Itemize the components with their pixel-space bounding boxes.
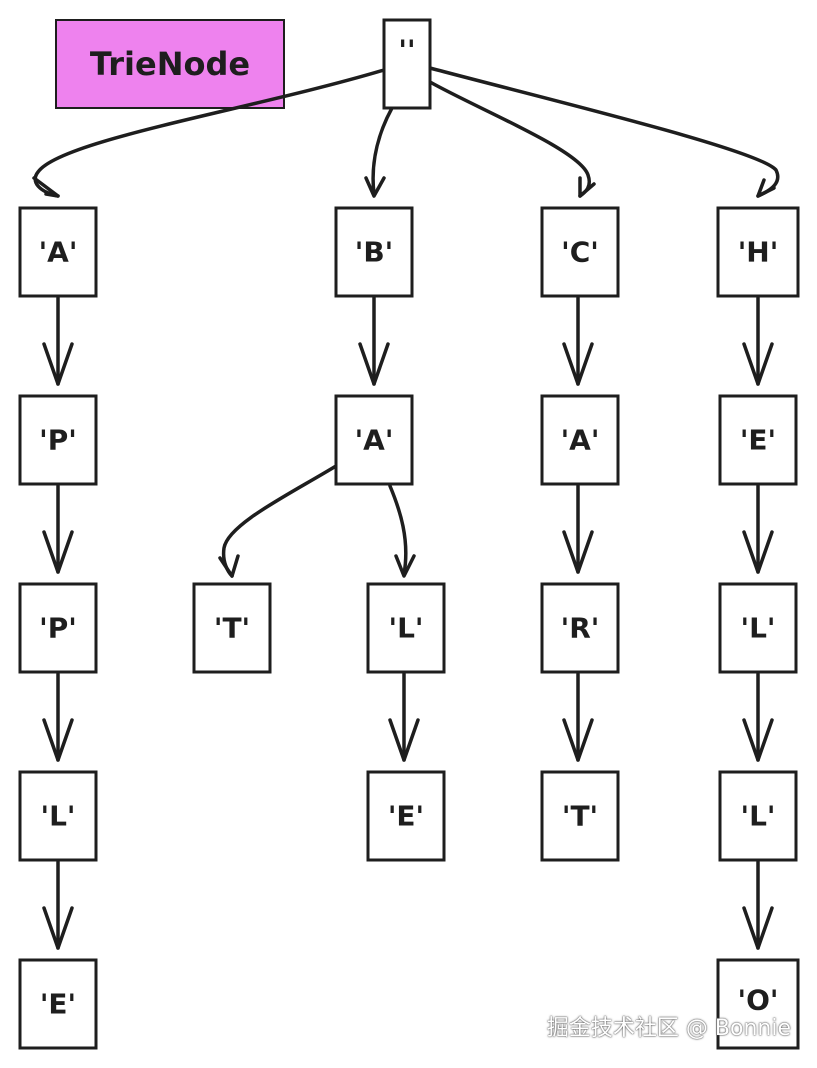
node-box-root — [382, 18, 432, 110]
trie-node-b3: 'T' — [192, 582, 272, 674]
arrowhead-a1-to-a2 — [42, 342, 74, 386]
watermark-text: 掘金技术社区 @ Bonnie — [546, 1016, 791, 1041]
node-box-c2 — [540, 394, 620, 486]
nodes: '' 'A' 'P' 'P' 'L' 'E' 'B' — [18, 18, 800, 1050]
node-box-c4 — [540, 770, 620, 862]
edge-root-to-b — [371, 106, 394, 196]
arrowhead-h4-to-h5 — [742, 906, 774, 950]
trie-node-h2: 'E' — [718, 394, 798, 486]
arrowhead-root-to-b — [364, 176, 386, 198]
arrowhead-c1-to-c2 — [562, 342, 594, 386]
trie-node-h5: 'O' — [716, 958, 800, 1050]
arrowhead-a3-to-a4 — [42, 718, 74, 762]
arrowhead-h2-to-h3 — [742, 530, 774, 574]
trie-node-h4: 'L' — [718, 770, 798, 862]
arrowhead-b4-to-b5 — [388, 718, 420, 762]
arrowhead-b2-to-b3 — [218, 554, 240, 578]
node-label-b3: 'T' — [214, 612, 250, 645]
edge-b2-to-b4 — [388, 484, 408, 576]
edge-b2-to-b3 — [221, 464, 338, 578]
node-label-c1: 'C' — [561, 236, 599, 269]
arrowhead-h3-to-h4 — [742, 718, 774, 762]
node-label-a1: 'A' — [39, 236, 78, 269]
arrowhead-b2-to-b4 — [394, 554, 416, 578]
node-label-h4: 'L' — [741, 800, 776, 833]
trie-node-h1: 'H' — [716, 206, 800, 298]
node-box-a3 — [18, 582, 98, 674]
title-label-group: TrieNode — [55, 19, 285, 109]
trie-node-a1: 'A' — [18, 206, 98, 298]
edges — [32, 66, 780, 950]
trie-node-a3: 'P' — [18, 582, 98, 674]
diagram-title: TrieNode — [90, 45, 250, 83]
node-label-c4: 'T' — [562, 800, 598, 833]
node-box-c3 — [540, 582, 620, 674]
edge-root-to-c — [428, 80, 592, 198]
node-box-h5 — [716, 958, 800, 1050]
node-label-c2: 'A' — [561, 424, 600, 457]
node-label-a2: 'P' — [39, 424, 77, 457]
node-label-root: '' — [398, 34, 415, 67]
node-box-b4 — [366, 582, 446, 674]
trie-node-root: '' — [382, 18, 432, 110]
node-label-b1: 'B' — [355, 236, 394, 269]
arrowhead-a2-to-a3 — [42, 530, 74, 574]
node-label-h5: 'O' — [738, 984, 779, 1017]
node-label-h2: 'E' — [740, 424, 776, 457]
node-box-b1 — [334, 206, 414, 298]
arrowhead-c3-to-c4 — [562, 718, 594, 762]
node-box-h1 — [716, 206, 800, 298]
node-label-a3: 'P' — [39, 612, 77, 645]
trie-node-h3: 'L' — [718, 582, 798, 674]
node-label-h1: 'H' — [738, 236, 779, 269]
node-label-h3: 'L' — [741, 612, 776, 645]
node-label-b2: 'A' — [355, 424, 394, 457]
node-label-a4: 'L' — [41, 800, 76, 833]
trie-node-b2: 'A' — [334, 394, 414, 486]
arrowhead-h1-to-h2 — [742, 342, 774, 386]
node-label-c3: 'R' — [561, 612, 600, 645]
node-box-a4 — [18, 770, 98, 862]
arrowhead-c2-to-c3 — [562, 530, 594, 574]
node-box-b3 — [192, 582, 272, 674]
title-box — [55, 19, 285, 109]
trie-node-c4: 'T' — [540, 770, 620, 862]
edge-root-to-a — [33, 68, 386, 198]
node-box-a1 — [18, 206, 98, 298]
node-box-b2 — [334, 394, 414, 486]
node-label-b5: 'E' — [388, 800, 424, 833]
node-box-a5 — [18, 958, 98, 1050]
trie-node-a2: 'P' — [18, 394, 98, 486]
node-box-c1 — [540, 206, 620, 298]
trie-node-c3: 'R' — [540, 582, 620, 674]
trie-node-a5: 'E' — [18, 958, 98, 1050]
edge-root-to-h — [428, 66, 780, 198]
node-label-b4: 'L' — [389, 612, 424, 645]
arrowhead-root-to-a — [32, 176, 60, 198]
trie-node-c2: 'A' — [540, 394, 620, 486]
node-box-a2 — [18, 394, 98, 486]
trie-node-c1: 'C' — [540, 206, 620, 298]
node-label-a5: 'E' — [40, 988, 76, 1021]
arrowhead-a4-to-a5 — [42, 906, 74, 950]
arrowhead-b1-to-b2 — [358, 342, 390, 386]
node-box-h3 — [718, 582, 798, 674]
arrowhead-root-to-c — [578, 176, 596, 198]
trie-node-b5: 'E' — [366, 770, 446, 862]
node-box-b5 — [366, 770, 446, 862]
arrowhead-root-to-h — [756, 178, 776, 198]
trie-node-b1: 'B' — [334, 206, 414, 298]
trie-node-a4: 'L' — [18, 770, 98, 862]
node-box-h4 — [718, 770, 798, 862]
trie-node-b4: 'L' — [366, 582, 446, 674]
node-box-h2 — [718, 394, 798, 486]
